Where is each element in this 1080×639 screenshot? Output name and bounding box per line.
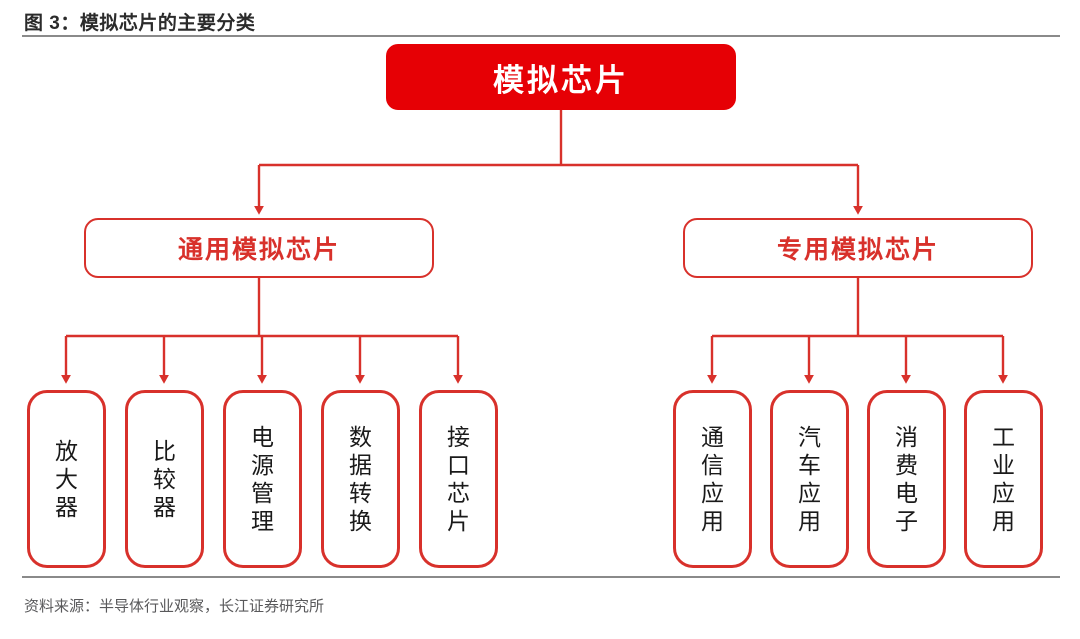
node-leaf-label: 消费电子: [895, 423, 919, 535]
node-leaf-label: 通信应用: [701, 423, 725, 535]
node-leaf-industrial[interactable]: 工业应用: [964, 390, 1043, 568]
title-divider: [22, 35, 1060, 37]
node-leaf-power-management[interactable]: 电源管理: [223, 390, 302, 568]
node-leaf-label: 接口芯片: [447, 423, 471, 535]
node-branch-application-specific[interactable]: 专用模拟芯片: [683, 218, 1033, 278]
node-leaf-label: 工业应用: [992, 423, 1016, 535]
node-leaf-label: 电源管理: [251, 423, 275, 535]
node-leaf-data-conversion[interactable]: 数据转换: [321, 390, 400, 568]
footer-divider: [22, 576, 1060, 578]
node-leaf-label: 比较器: [153, 437, 177, 521]
node-leaf-comparator[interactable]: 比较器: [125, 390, 204, 568]
node-branch-general-purpose[interactable]: 通用模拟芯片: [84, 218, 434, 278]
node-leaf-consumer-electronics[interactable]: 消费电子: [867, 390, 946, 568]
figure-title: 图 3：模拟芯片的主要分类: [24, 13, 256, 34]
node-leaf-automotive[interactable]: 汽车应用: [770, 390, 849, 568]
node-leaf-label: 放大器: [55, 437, 79, 521]
node-leaf-label: 汽车应用: [798, 423, 822, 535]
node-leaf-label: 数据转换: [349, 423, 373, 535]
node-leaf-interface-chip[interactable]: 接口芯片: [419, 390, 498, 568]
node-leaf-amplifier[interactable]: 放大器: [27, 390, 106, 568]
source-note: 资料来源：半导体行业观察，长江证券研究所: [24, 598, 325, 615]
node-root-analog-chip[interactable]: 模拟芯片: [386, 44, 736, 110]
node-leaf-communication[interactable]: 通信应用: [673, 390, 752, 568]
